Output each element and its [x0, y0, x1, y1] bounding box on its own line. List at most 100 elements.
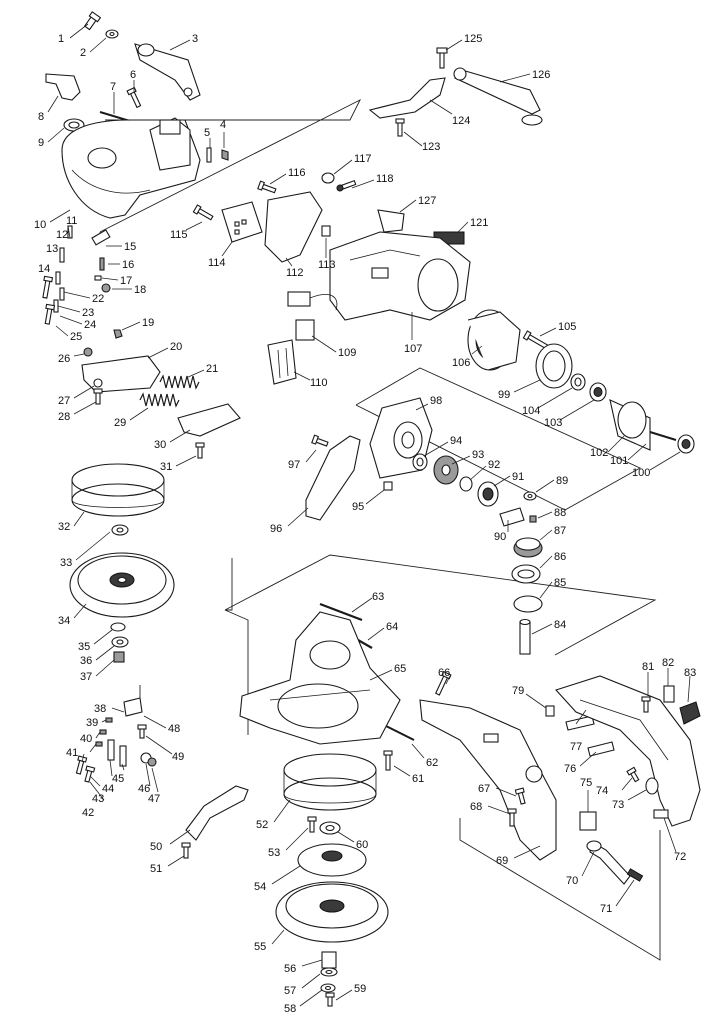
part-label-7: 7 — [110, 81, 116, 93]
part-label-53: 53 — [268, 847, 280, 859]
part-label-92: 92 — [488, 459, 500, 471]
part-label-48: 48 — [168, 723, 180, 735]
part-label-87: 87 — [554, 525, 566, 537]
assembly-frame-lines — [99, 98, 661, 961]
part-label-28: 28 — [58, 411, 70, 423]
part-label-118: 118 — [376, 173, 394, 185]
part-label-70: 70 — [566, 875, 578, 887]
part-label-74: 74 — [596, 785, 608, 797]
part-label-67: 67 — [478, 783, 490, 795]
part-label-12: 12 — [56, 229, 68, 241]
part-label-98: 98 — [430, 395, 442, 407]
part-label-114: 114 — [208, 257, 226, 269]
part-label-110: 110 — [310, 377, 328, 389]
part-label-26: 26 — [58, 353, 70, 365]
part-label-112: 112 — [286, 267, 304, 279]
part-label-79: 79 — [512, 685, 524, 697]
part-label-106: 106 — [452, 357, 470, 369]
part-label-38: 38 — [94, 703, 106, 715]
part-label-22: 22 — [92, 293, 104, 305]
part-label-3: 3 — [192, 33, 198, 45]
part-label-45: 45 — [112, 773, 124, 785]
leader-lines — [47, 23, 691, 1007]
part-label-54: 54 — [254, 881, 266, 893]
part-label-101: 101 — [610, 455, 628, 467]
part-label-68: 68 — [470, 801, 482, 813]
part-label-37: 37 — [80, 671, 92, 683]
part-label-36: 36 — [80, 655, 92, 667]
frame-and-lower-assembly — [75, 602, 701, 1007]
part-label-6: 6 — [130, 69, 136, 81]
part-label-65: 65 — [394, 663, 406, 675]
part-label-43: 43 — [92, 793, 104, 805]
gear-housing-assembly — [305, 397, 543, 655]
part-label-75: 75 — [580, 777, 592, 789]
part-label-40: 40 — [80, 733, 92, 745]
part-label-46: 46 — [138, 783, 150, 795]
part-label-127: 127 — [418, 195, 436, 207]
part-label-31: 31 — [160, 461, 172, 473]
part-label-63: 63 — [372, 591, 384, 603]
part-label-97: 97 — [288, 459, 300, 471]
blade-guard-assembly — [42, 11, 241, 663]
part-label-44: 44 — [102, 783, 114, 795]
part-label-57: 57 — [284, 985, 296, 997]
part-label-100: 100 — [632, 467, 650, 479]
part-label-93: 93 — [472, 449, 484, 461]
part-label-83: 83 — [684, 667, 696, 679]
part-label-96: 96 — [270, 523, 282, 535]
part-label-107: 107 — [404, 343, 422, 355]
part-label-8: 8 — [38, 111, 44, 123]
part-label-99: 99 — [498, 389, 510, 401]
part-label-88: 88 — [554, 507, 566, 519]
part-label-84: 84 — [554, 619, 566, 631]
part-label-73: 73 — [612, 799, 624, 811]
part-label-126: 126 — [532, 69, 550, 81]
part-label-20: 20 — [170, 341, 182, 353]
part-label-41: 41 — [66, 747, 78, 759]
part-label-124: 124 — [452, 115, 470, 127]
part-label-2: 2 — [80, 47, 86, 59]
part-label-109: 109 — [338, 347, 356, 359]
part-label-4: 4 — [220, 119, 226, 131]
part-label-42: 42 — [82, 807, 94, 819]
part-label-69: 69 — [496, 855, 508, 867]
part-label-51: 51 — [150, 863, 162, 875]
part-label-61: 61 — [412, 773, 424, 785]
part-label-86: 86 — [554, 551, 566, 563]
part-label-115: 115 — [170, 229, 188, 241]
part-label-9: 9 — [38, 137, 44, 149]
part-label-123: 123 — [422, 141, 440, 153]
part-label-13: 13 — [46, 243, 58, 255]
part-label-32: 32 — [58, 521, 70, 533]
part-label-19: 19 — [142, 317, 154, 329]
part-label-66: 66 — [438, 667, 450, 679]
part-label-49: 49 — [172, 751, 184, 763]
part-label-34: 34 — [58, 615, 70, 627]
part-label-95: 95 — [352, 501, 364, 513]
part-label-116: 116 — [288, 167, 306, 179]
part-label-102: 102 — [590, 447, 608, 459]
part-label-89: 89 — [556, 475, 568, 487]
part-label-55: 55 — [254, 941, 266, 953]
part-label-113: 113 — [318, 259, 336, 271]
part-label-14: 14 — [38, 263, 50, 275]
part-label-23: 23 — [82, 307, 94, 319]
part-label-29: 29 — [114, 417, 126, 429]
part-label-10: 10 — [34, 219, 46, 231]
part-label-47: 47 — [148, 793, 160, 805]
part-label-117: 117 — [354, 153, 372, 165]
part-label-15: 15 — [124, 241, 136, 253]
part-label-64: 64 — [386, 621, 398, 633]
part-label-33: 33 — [60, 557, 72, 569]
part-label-39: 39 — [86, 717, 98, 729]
part-label-25: 25 — [70, 331, 82, 343]
part-label-82: 82 — [662, 657, 674, 669]
part-label-11: 11 — [66, 215, 77, 227]
part-label-72: 72 — [674, 851, 686, 863]
part-label-105: 105 — [558, 321, 576, 333]
part-label-62: 62 — [426, 757, 438, 769]
part-label-1: 1 — [58, 33, 64, 45]
part-label-27: 27 — [58, 395, 70, 407]
part-label-103: 103 — [544, 417, 562, 429]
